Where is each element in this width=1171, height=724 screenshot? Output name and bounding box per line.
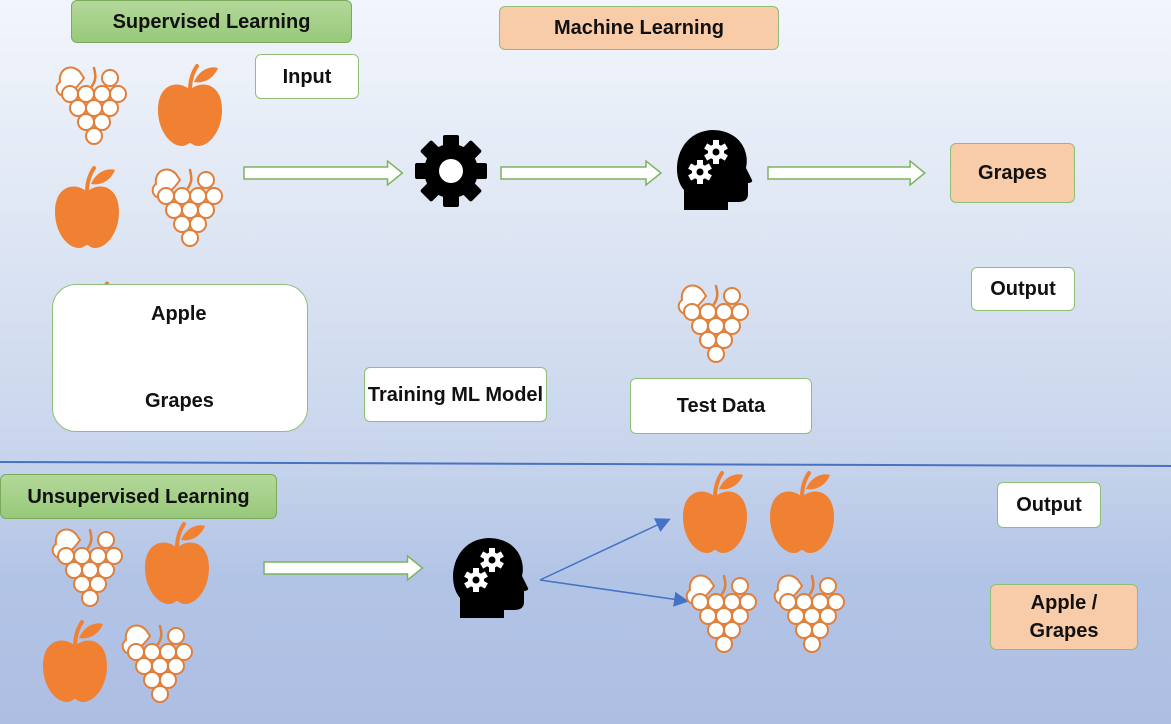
unsupervised-learning-title: Unsupervised Learning [0, 474, 277, 519]
apple-icon [53, 166, 121, 250]
unsupervised-result-label: Apple / Grapes [990, 584, 1138, 650]
split-arrow-up [539, 518, 671, 581]
apple-icon [768, 471, 836, 555]
unsupervised-output-label: Output [997, 482, 1101, 528]
grapes-icon [151, 168, 224, 248]
apple-icon [156, 64, 224, 148]
grapes-icon [51, 528, 124, 608]
supervised-result-label: Grapes [950, 143, 1075, 203]
apple-icon [41, 620, 109, 704]
training-ml-model-label: Training ML Model [364, 367, 547, 422]
grapes-icon [685, 574, 758, 654]
legend-box: Apple Grapes [52, 284, 308, 432]
supervised-output-label: Output [971, 267, 1075, 311]
arrow-icon [767, 160, 926, 186]
arrow-icon [243, 160, 404, 186]
split-arrow-down [539, 579, 689, 607]
input-label: Input [255, 54, 359, 99]
supervised-learning-title: Supervised Learning [71, 0, 352, 43]
grapes-icon [121, 624, 194, 704]
arrow-icon [263, 555, 424, 581]
legend-grapes-label: Grapes [145, 390, 214, 412]
grapes-icon [55, 66, 128, 146]
apple-icon [681, 471, 749, 555]
section-divider [0, 461, 1171, 467]
arrow-icon [500, 160, 662, 186]
legend-apple-label: Apple [151, 303, 207, 325]
gear-icon [415, 135, 487, 207]
grapes-icon [773, 574, 846, 654]
brain-head-icon [453, 538, 529, 618]
test-data-label: Test Data [630, 378, 812, 434]
brain-head-icon [677, 130, 753, 210]
apple-icon [143, 522, 211, 606]
grapes-icon [677, 284, 750, 364]
machine-learning-title: Machine Learning [499, 6, 779, 50]
